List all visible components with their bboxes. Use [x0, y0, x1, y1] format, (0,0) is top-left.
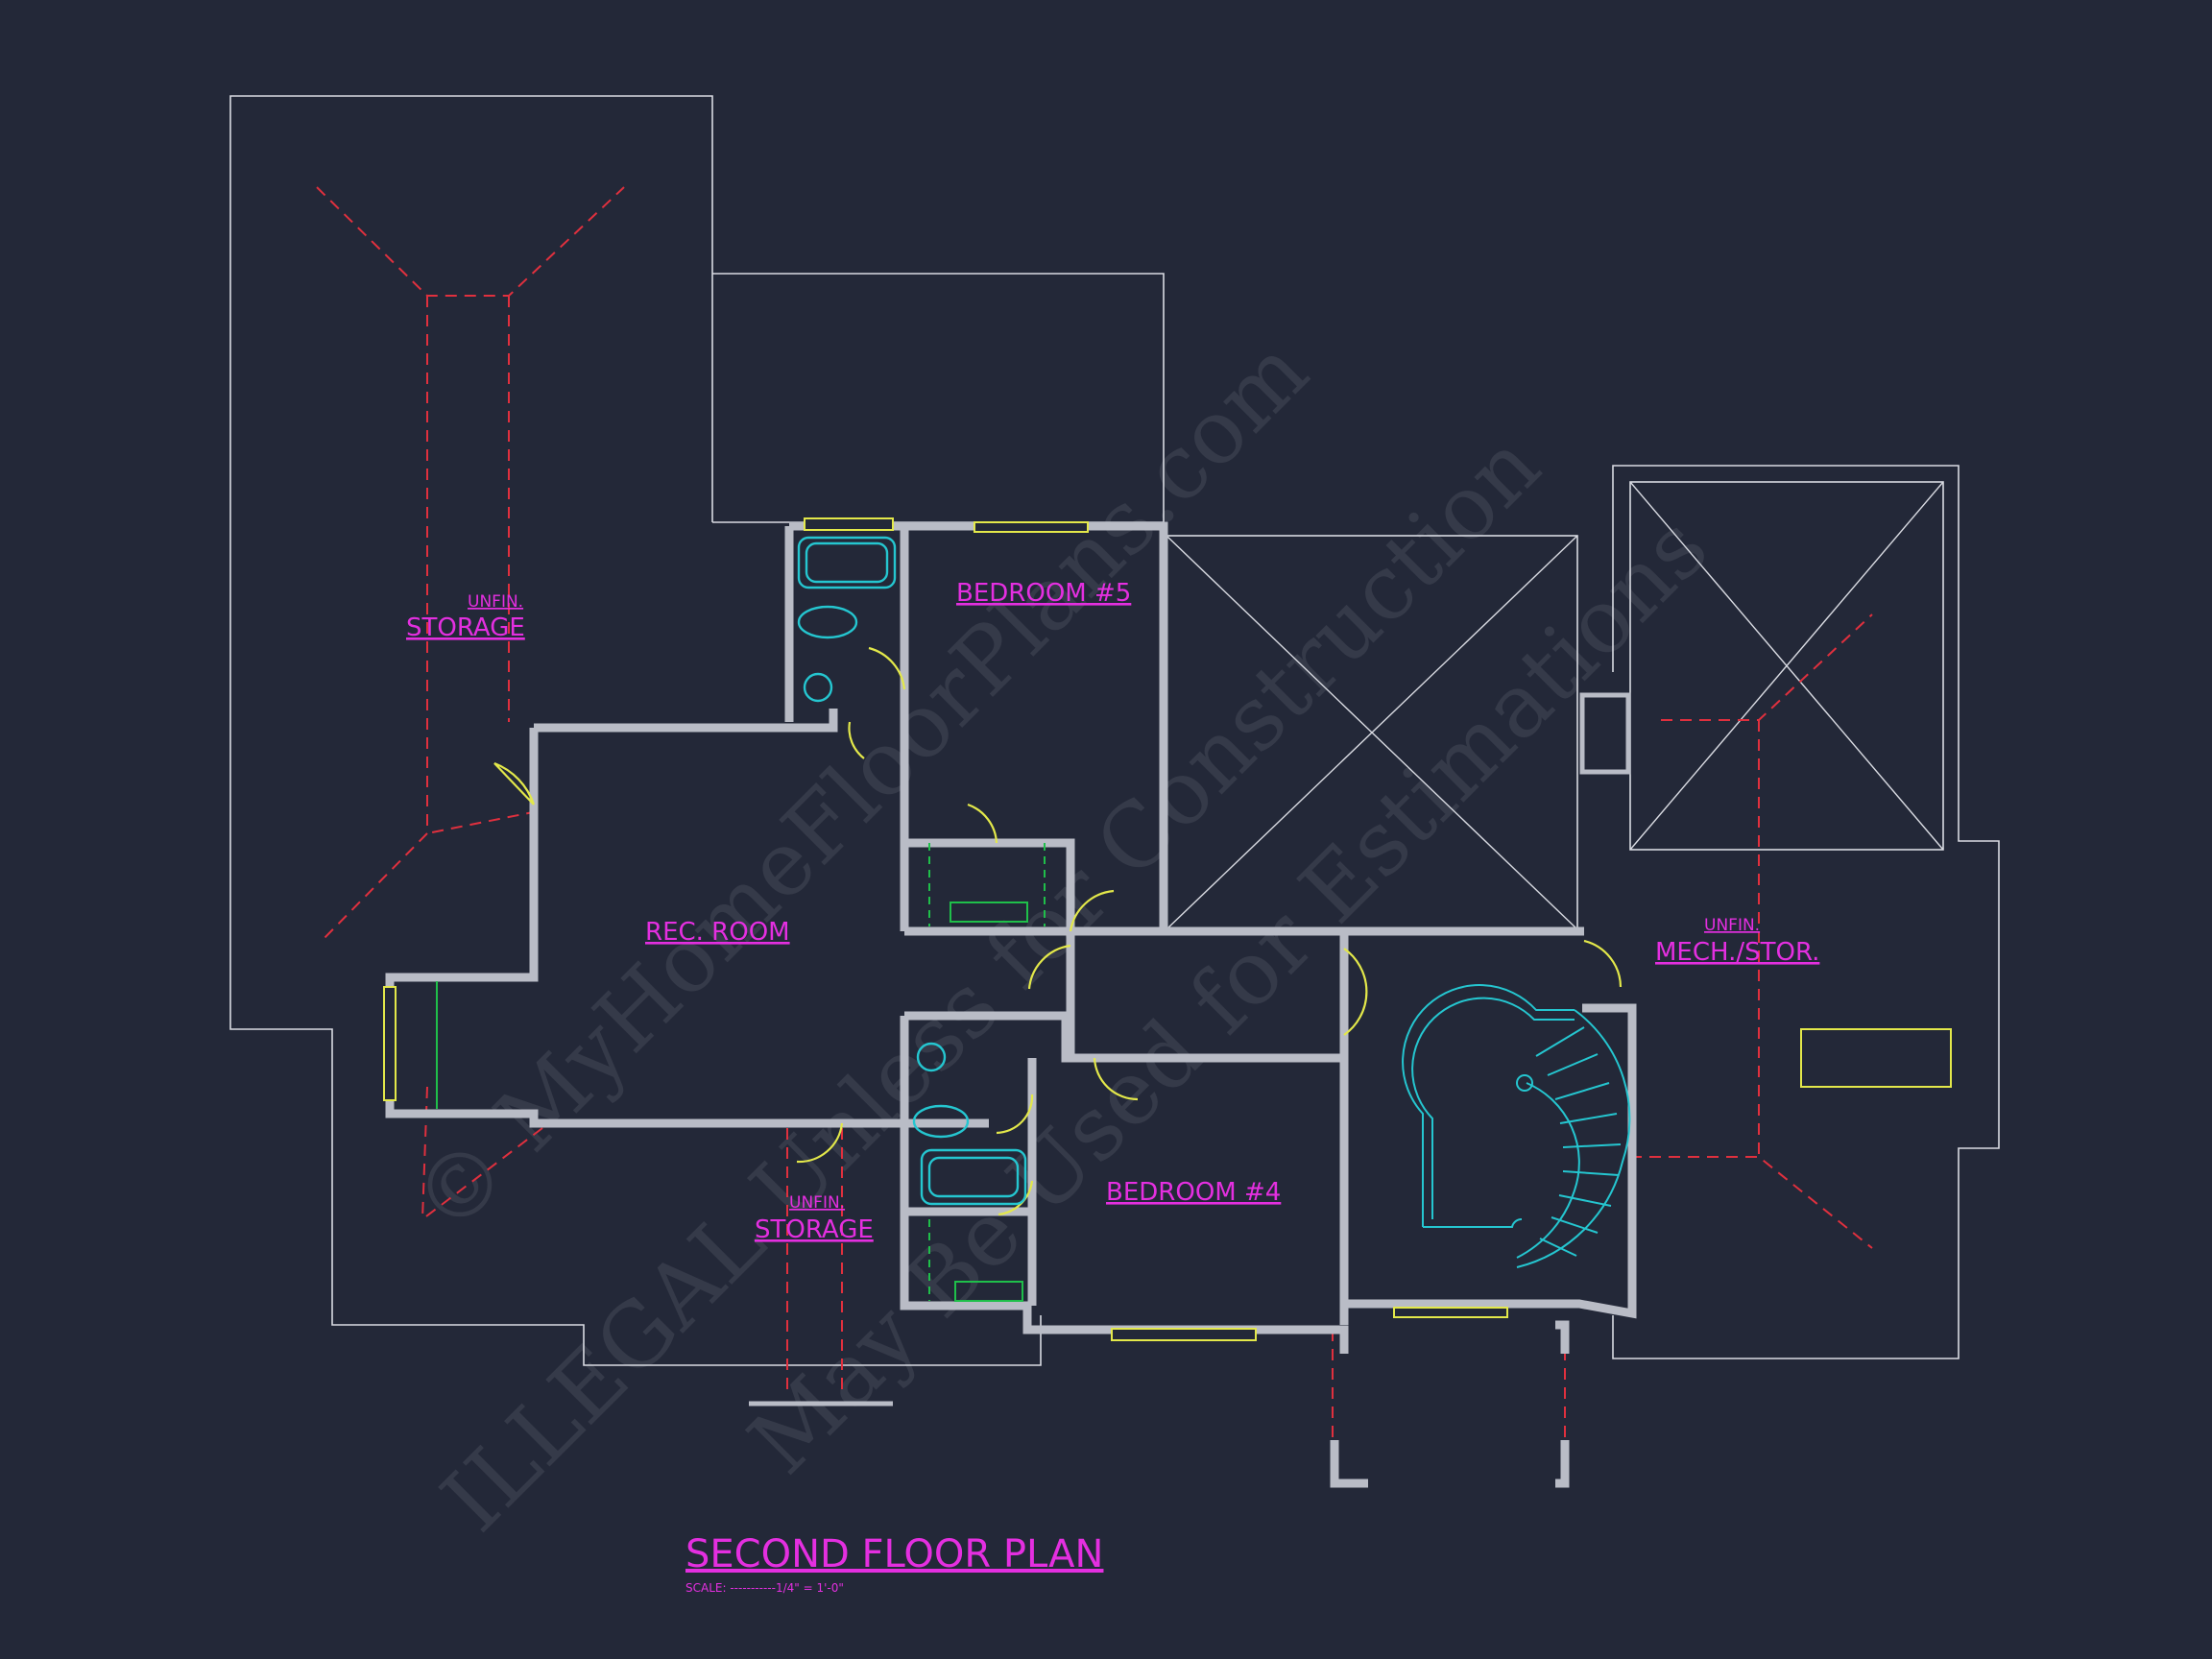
stair-walls [1344, 1003, 1637, 1319]
upper-roof-outline [712, 273, 1165, 522]
scale-label: SCALE: -----------1/4" = 1'-0" [685, 1581, 844, 1595]
curved-staircase [1402, 984, 1631, 1268]
mech-qualifier: UNFIN. [1704, 916, 1760, 935]
open-area-right [1629, 481, 1944, 851]
room-labels: UNFIN. STORAGE BEDROOM #5 REC. ROOM BEDR… [406, 579, 1819, 1244]
bedroom-4-label: BEDROOM #4 [1106, 1178, 1281, 1207]
rec-room-walls [534, 709, 838, 733]
bedroom-5-label: BEDROOM #5 [956, 579, 1131, 608]
mech-stor-label: MECH./STOR. [1655, 938, 1819, 967]
windows [383, 517, 1952, 1341]
bedroom-4-walls [904, 1011, 1344, 1063]
title-block: SECOND FLOOR PLAN SCALE: -----------1/4"… [685, 1532, 1103, 1595]
closets [436, 843, 1046, 1302]
drawing-title: SECOND FLOOR PLAN [685, 1532, 1103, 1576]
storage-left-label: STORAGE [406, 613, 525, 642]
storage-bottom-qualifier: UNFIN. [789, 1193, 845, 1213]
rec-room-label: REC. ROOM [645, 918, 790, 947]
storage-left-qualifier: UNFIN. [468, 592, 523, 612]
left-storage-outline [229, 95, 1042, 1366]
right-mech-outline [1612, 465, 2000, 1359]
walls [385, 521, 1637, 1488]
bath-fixtures [797, 536, 1027, 1206]
roof-ridges [316, 186, 1873, 1474]
storage-bottom-label: STORAGE [755, 1215, 874, 1244]
doors [493, 646, 1623, 1216]
